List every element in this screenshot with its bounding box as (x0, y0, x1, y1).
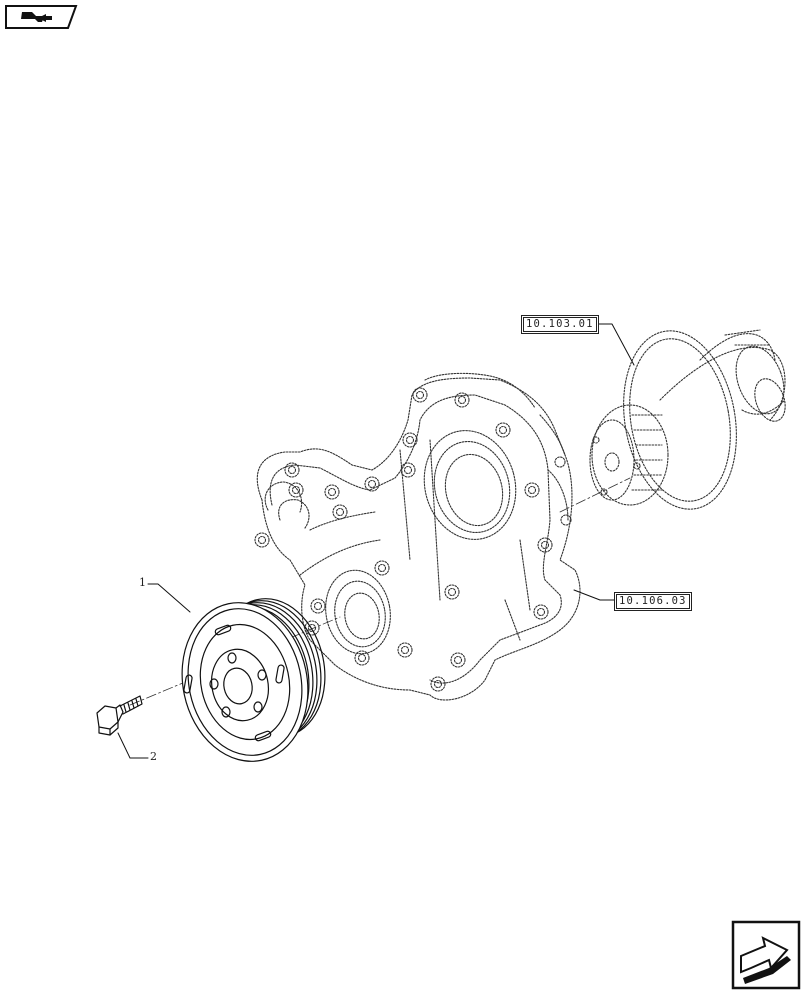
next-page-button[interactable] (731, 920, 801, 990)
crankshaft-assembly (589, 329, 786, 510)
vehicle-arrow-icon (5, 5, 78, 29)
callout-1: 1 (139, 576, 146, 589)
pulley-part-1 (181, 598, 326, 762)
nav-badge[interactable] (4, 4, 78, 30)
reference-link-timing-cover[interactable]: 10.106.03 (614, 592, 692, 611)
next-page-arrow-icon (731, 920, 801, 990)
bolt-part-2 (96, 695, 143, 736)
reference-link-crankshaft[interactable]: 10.103.01 (521, 315, 599, 334)
leader-lines (117, 323, 635, 759)
callout-2: 2 (150, 750, 157, 763)
timing-cover (254, 372, 581, 701)
